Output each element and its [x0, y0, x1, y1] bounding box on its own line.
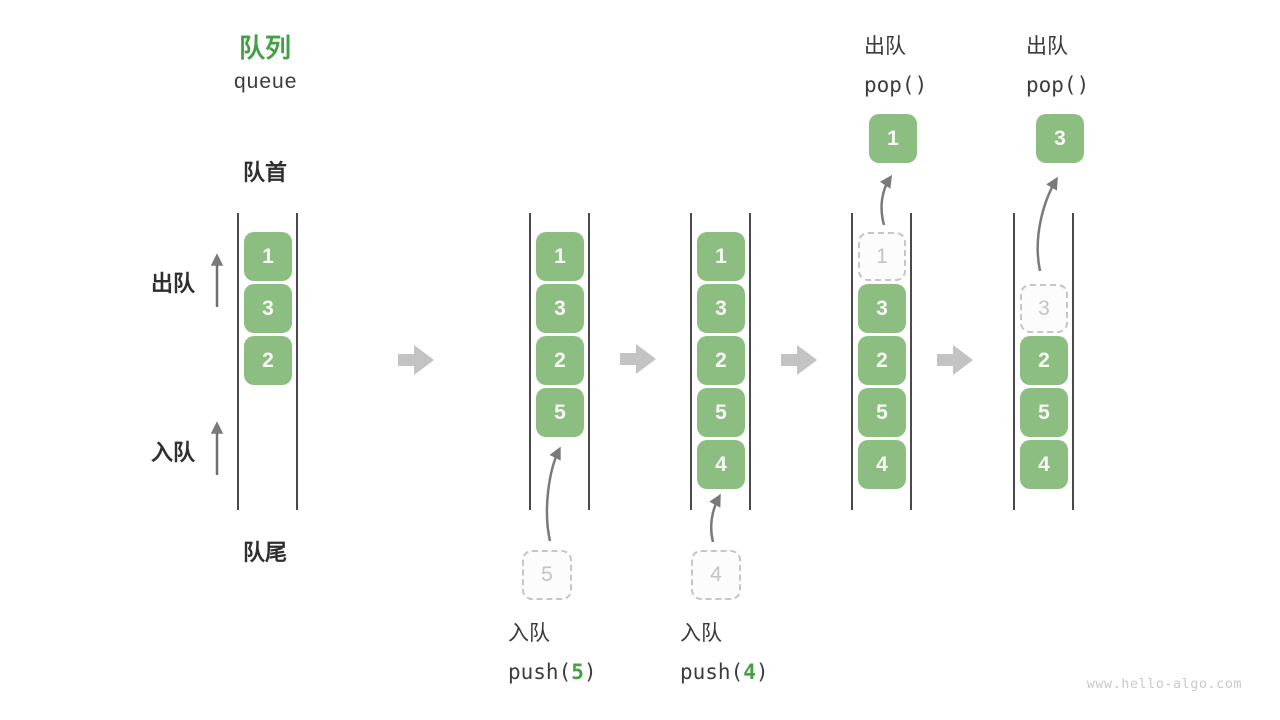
queue-element: 5: [536, 388, 584, 437]
queue-element: 2: [697, 336, 745, 385]
enqueue-op-action: 入队: [680, 622, 722, 645]
enqueue-op-push-5: 入队 push(5): [508, 617, 597, 684]
code-argument: 4: [743, 660, 756, 684]
queue-element: 4: [858, 440, 906, 489]
queue-element: 3: [858, 284, 906, 333]
queue-container-state-3: [690, 213, 751, 510]
queue-element: 1: [536, 232, 584, 281]
diagram-title-zh: 队列: [239, 33, 292, 63]
queue-element: 1: [244, 232, 292, 281]
code-suffix: ): [755, 660, 769, 684]
queue-rear-label: 队尾: [243, 540, 288, 565]
transition-arrow-3: [781, 345, 817, 375]
dequeue-op-pop-3: 出队 pop(): [1026, 30, 1089, 97]
enqueue-op-push-4: 入队 push(4): [680, 617, 769, 684]
queue-container-state-1: [237, 213, 298, 510]
queue-element: 4: [1020, 440, 1068, 489]
ghost-element-1: 1: [858, 232, 906, 281]
queue-element: 4: [697, 440, 745, 489]
queue-element: 3: [244, 284, 292, 333]
code-prefix: push(: [680, 660, 744, 684]
side-enqueue-label: 入队: [151, 440, 196, 465]
popped-element-3: 3: [1036, 114, 1084, 163]
queue-front-label: 队首: [243, 160, 288, 185]
enqueue-op-action: 入队: [508, 622, 550, 645]
queue-container-state-2: [529, 213, 590, 510]
queue-element: 2: [244, 336, 292, 385]
enqueue-op-code: push(5): [508, 660, 597, 684]
queue-element: 2: [1020, 336, 1068, 385]
diagram-title-en: queue: [234, 70, 298, 93]
queue-container-state-4: [851, 213, 912, 510]
dequeue-op-pop-1: 出队 pop(): [864, 30, 927, 97]
popped-element-1: 1: [869, 114, 917, 163]
code-prefix: push(: [508, 660, 572, 684]
ghost-element-3: 3: [1020, 284, 1068, 333]
queue-container-state-5: [1013, 213, 1074, 510]
incoming-element-4: 4: [691, 550, 741, 600]
transition-arrow-1: [398, 345, 434, 375]
queue-element: 2: [536, 336, 584, 385]
queue-element: 5: [697, 388, 745, 437]
queue-element: 3: [697, 284, 745, 333]
dequeue-op-code: pop(): [864, 73, 928, 97]
queue-element: 5: [858, 388, 906, 437]
dequeue-op-code: pop(): [1026, 73, 1090, 97]
queue-element: 2: [858, 336, 906, 385]
dequeue-op-action: 出队: [864, 35, 906, 58]
queue-element: 3: [536, 284, 584, 333]
transition-arrow-4: [937, 345, 973, 375]
watermark: www.hello-algo.com: [1086, 676, 1242, 692]
queue-element: 1: [697, 232, 745, 281]
incoming-element-5: 5: [522, 550, 572, 600]
enqueue-op-code: push(4): [680, 660, 769, 684]
code-suffix: ): [583, 660, 597, 684]
side-dequeue-label: 出队: [151, 271, 196, 296]
code-argument: 5: [571, 660, 584, 684]
transition-arrow-2: [620, 344, 656, 374]
queue-element: 5: [1020, 388, 1068, 437]
dequeue-op-action: 出队: [1026, 35, 1068, 58]
